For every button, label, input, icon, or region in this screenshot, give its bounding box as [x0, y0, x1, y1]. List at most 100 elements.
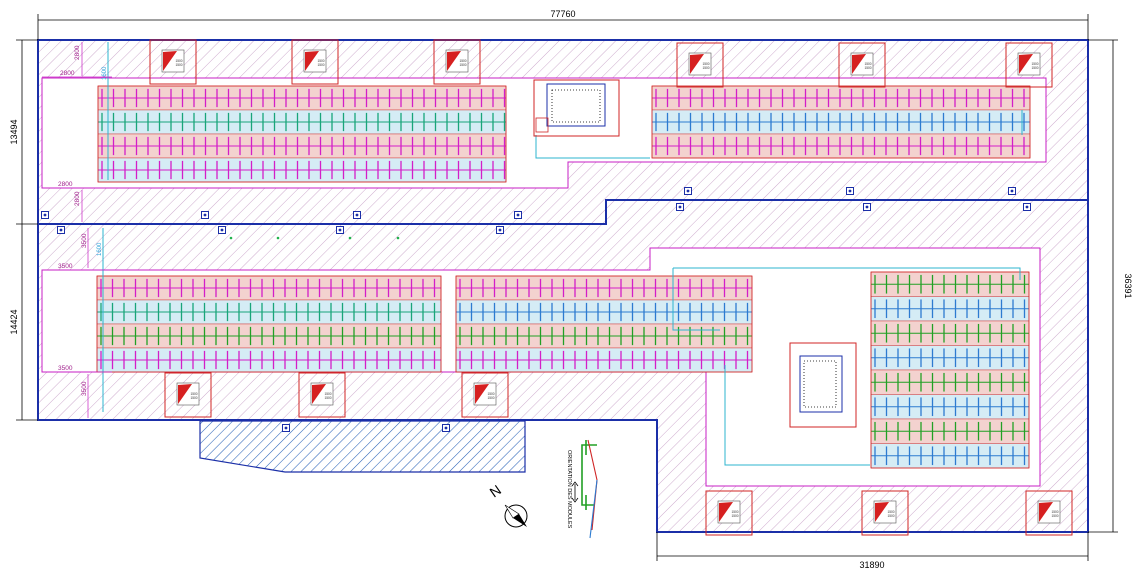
detail-box-frame: [461, 372, 509, 418]
anchor-dot: [516, 213, 520, 217]
setback-left-a: 3500: [58, 263, 73, 270]
detail-box-label: 1500: [487, 392, 494, 396]
detail-box-label: 1500: [317, 59, 324, 63]
anchor-marker: [353, 211, 361, 219]
detail-box-frame: [433, 39, 481, 85]
dim-upper-depth: 13494: [9, 119, 19, 144]
anchor-marker: [336, 226, 344, 234]
dim-total-depth: 36391: [1123, 273, 1133, 298]
detail-box-label: 1500: [459, 63, 466, 67]
detail-box-label: 1500: [864, 62, 871, 66]
dim-overall-width: 77760: [550, 9, 575, 19]
north-label: N: [487, 482, 504, 501]
module-orientation-legend: ORIENTATION DES MODULES: [566, 439, 598, 539]
anchor-marker: [863, 203, 871, 211]
anchor-dot: [678, 205, 682, 209]
detail-box-flag: [178, 384, 192, 404]
anchor-marker: [1008, 187, 1016, 195]
anchor-dot: [1010, 189, 1014, 193]
detail-box-frame: [1025, 490, 1073, 536]
detail-box-flag: [447, 51, 461, 71]
detail-box-label: 1500: [324, 392, 331, 396]
anchor-dot: [444, 426, 448, 430]
north-arrow: N: [487, 482, 528, 528]
anchor-marker: [676, 203, 684, 211]
anchor-marker: [684, 187, 692, 195]
detail-box-label: 1500: [487, 396, 494, 400]
setback-left-c: 3500: [81, 381, 88, 396]
detail-box-flag: [719, 502, 733, 522]
inverter-room-top: [533, 79, 620, 137]
detail-box-frame: [1005, 42, 1053, 88]
setback-top-a: 2800: [60, 70, 75, 77]
detail-box-label: 1500: [175, 59, 182, 63]
anchor-marker: [496, 226, 504, 234]
detail-box-frame: [705, 490, 753, 536]
setback-top-b: 2800: [74, 45, 81, 60]
detail-box-label: 1500: [702, 66, 709, 70]
detail-box-label: 1500: [731, 510, 738, 514]
setback-top-c: 2800: [58, 181, 73, 188]
anchor-marker: [201, 211, 209, 219]
array-lower-left: [96, 275, 442, 373]
detail-box-flag: [312, 384, 326, 404]
anchor-marker: [846, 187, 854, 195]
setback-mid-a: 2800: [74, 191, 81, 206]
dim-lower-depth: 14424: [9, 309, 19, 334]
array-upper-left: [97, 85, 507, 183]
panel-arrays: [96, 85, 1031, 469]
anchor-marker: [282, 424, 290, 432]
detail-box-flag: [1039, 502, 1053, 522]
detail-box-frame: [861, 490, 909, 536]
detail-box-label: 1500: [887, 510, 894, 514]
setback-mid-b: 3500: [81, 233, 88, 248]
anchor-dot: [220, 228, 224, 232]
array-upper-right: [651, 85, 1031, 159]
cable-dim-b: 1600: [97, 242, 103, 256]
anchor-dot: [203, 213, 207, 217]
array-upper-right-border: [651, 85, 1031, 159]
detail-box-frame: [298, 372, 346, 418]
array-lower-left-border: [96, 275, 442, 373]
detail-box-label: 1500: [459, 59, 466, 63]
anchor-dot: [498, 228, 502, 232]
anchor-markers: [41, 187, 1031, 432]
detail-box-frame: [676, 42, 724, 88]
detail-box-label: 1500: [731, 514, 738, 518]
anchor-marker: [57, 226, 65, 234]
anchor-dot: [848, 189, 852, 193]
detail-box-label: 1500: [887, 514, 894, 518]
detail-box-frame: [164, 372, 212, 418]
anchor-dot: [43, 213, 47, 217]
detail-box-label: 1500: [1031, 66, 1038, 70]
detail-box-label: 1500: [702, 62, 709, 66]
anchor-dot: [59, 228, 63, 232]
detail-box-flag: [875, 502, 889, 522]
detail-box-flag: [163, 51, 177, 71]
anchor-marker: [218, 226, 226, 234]
anchor-dot: [355, 213, 359, 217]
detail-box-label: 1500: [190, 392, 197, 396]
detail-box-label: 1500: [864, 66, 871, 70]
orientation-label: ORIENTATION DES MODULES: [566, 450, 572, 529]
inverter-room-bottom: [789, 342, 857, 428]
dim-lower-width: 31890: [859, 560, 884, 570]
detail-box-label: 1500: [1051, 514, 1058, 518]
anchor-dot: [686, 189, 690, 193]
annex-hatched: [199, 420, 526, 473]
anchor-dot: [284, 426, 288, 430]
anchor-marker: [41, 211, 49, 219]
detail-box-label: 1500: [190, 396, 197, 400]
